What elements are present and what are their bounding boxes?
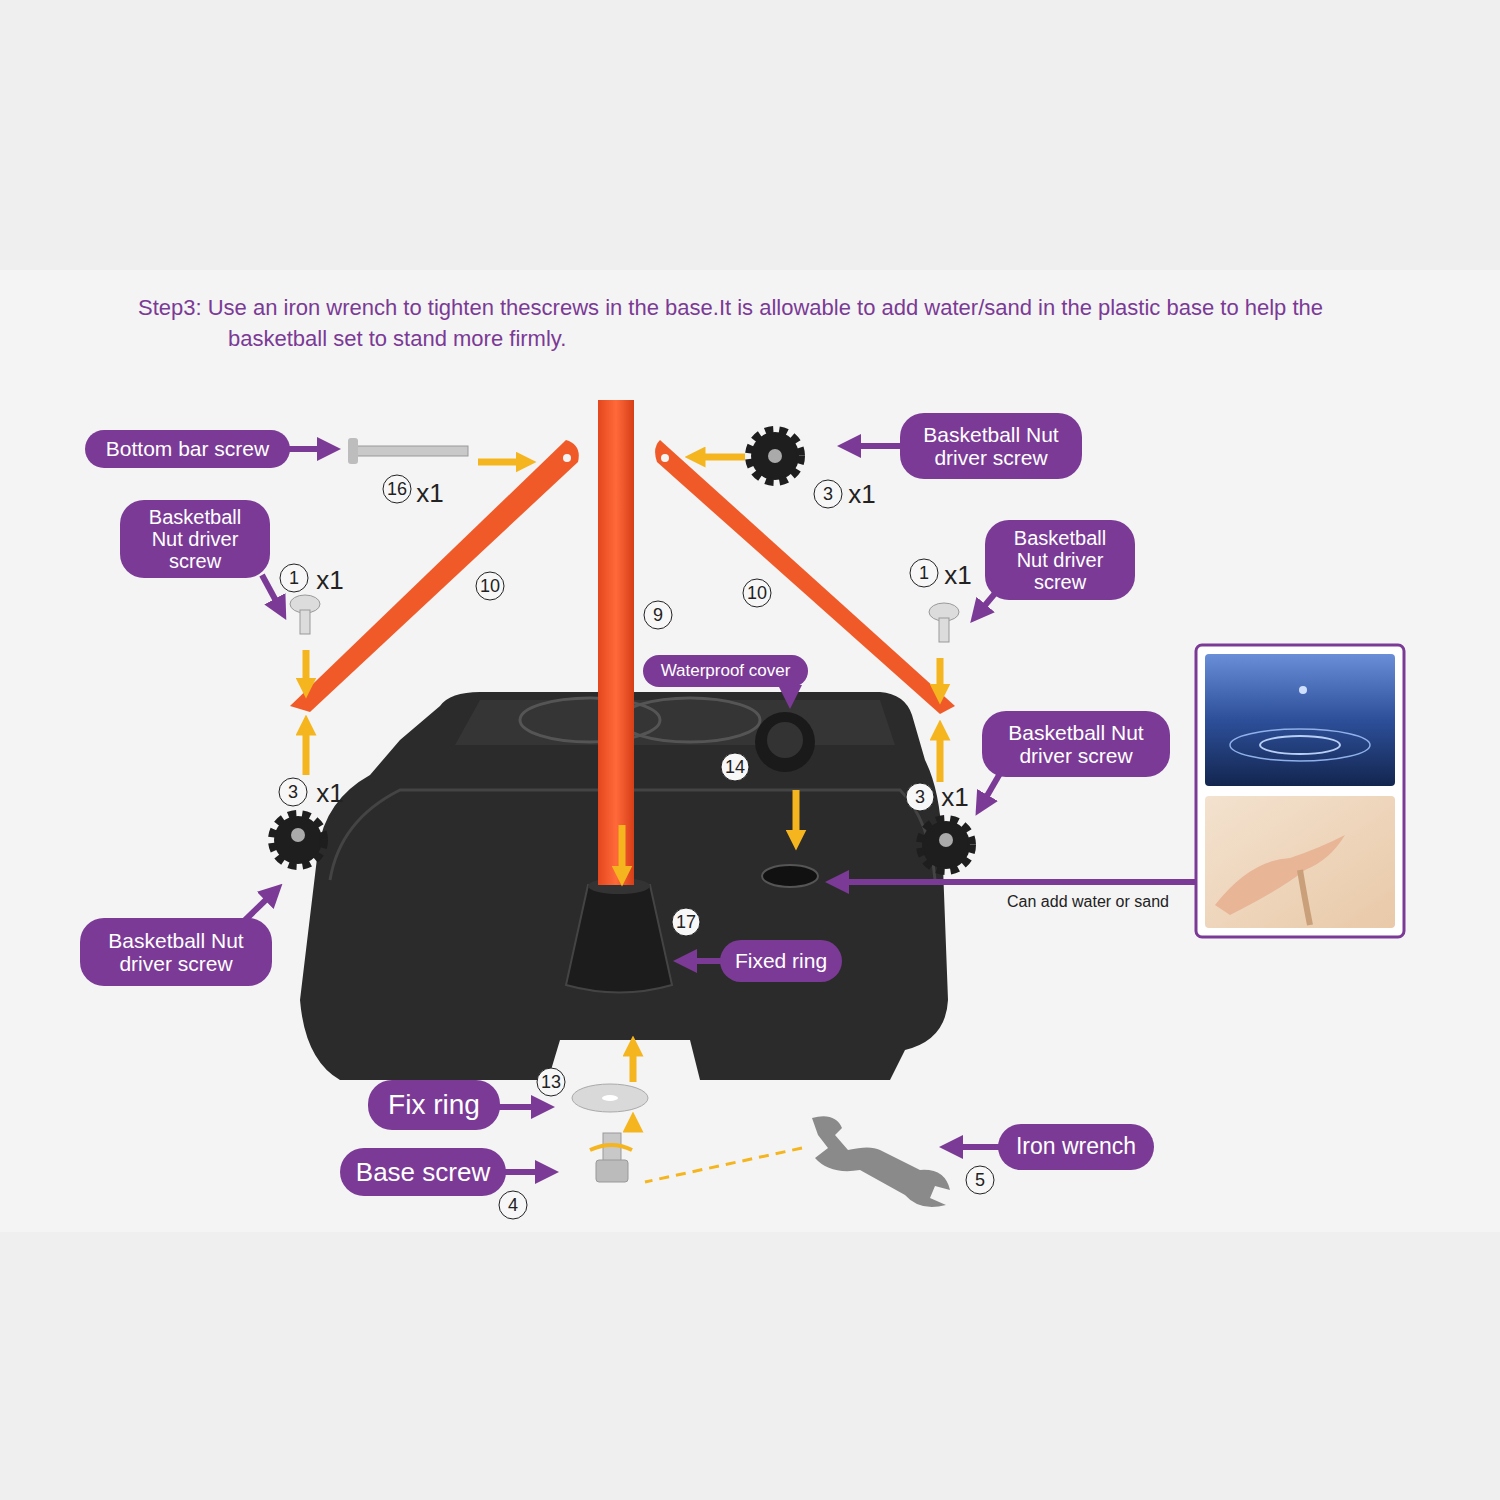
callout-pill: Basketball Nut driver screw <box>80 918 272 986</box>
quantity-label: x1 <box>316 778 343 809</box>
callout-pill: Iron wrench <box>998 1124 1154 1170</box>
callout-pill: Fixed ring <box>720 940 842 982</box>
callout-text: Bottom bar screw <box>106 437 269 460</box>
callout-pill: Base screw <box>340 1148 506 1196</box>
callout-pill: Basketball Nut driver screw <box>120 500 270 578</box>
callout-pill: Bottom bar screw <box>85 430 290 468</box>
callout-pill: Basketball Nut driver screw <box>982 711 1170 777</box>
quantity-label: x1 <box>944 560 971 591</box>
callout-number: 10 <box>476 572 505 601</box>
callout-number: 3 <box>814 480 843 509</box>
callout-pill: Waterproof cover <box>643 655 808 687</box>
callout-number: 4 <box>499 1191 528 1220</box>
callout-pill: Basketball Nut driver screw <box>900 413 1082 479</box>
callout-number: 5 <box>966 1166 995 1195</box>
quantity-label: x1 <box>416 478 443 509</box>
quantity-label: x1 <box>848 479 875 510</box>
callout-text: Basketball Nut driver screw <box>997 527 1123 593</box>
callout-number: 10 <box>743 579 772 608</box>
callout-number: 16 <box>383 475 412 504</box>
quantity-label: x1 <box>316 565 343 596</box>
callout-number: 9 <box>644 601 673 630</box>
note-label: Can add water or sand <box>1005 893 1171 911</box>
callout-number: 3 <box>906 783 935 812</box>
callout-text: Base screw <box>356 1158 490 1187</box>
callout-pill: Basketball Nut driver screw <box>985 520 1135 600</box>
callout-text: Basketball Nut driver screw <box>132 506 258 572</box>
callout-text: Basketball Nut driver screw <box>994 721 1158 767</box>
quantity-label: x1 <box>941 782 968 813</box>
callout-number: 1 <box>910 559 939 588</box>
callout-number: 3 <box>279 778 308 807</box>
callout-text: Fixed ring <box>735 949 827 972</box>
callout-pill: Fix ring <box>368 1080 500 1130</box>
callout-text: Iron wrench <box>1016 1134 1136 1159</box>
callout-text: Basketball Nut driver screw <box>92 929 260 975</box>
callout-text: Fix ring <box>388 1090 480 1121</box>
callout-number: 14 <box>721 753 750 782</box>
callout-text: Waterproof cover <box>661 662 791 681</box>
callout-number: 17 <box>672 908 701 937</box>
callout-number: 13 <box>537 1068 566 1097</box>
callout-number: 1 <box>280 564 309 593</box>
callout-text: Basketball Nut driver screw <box>912 423 1070 469</box>
step-title: Step3: Use an iron wrench to tighten the… <box>138 292 1378 354</box>
